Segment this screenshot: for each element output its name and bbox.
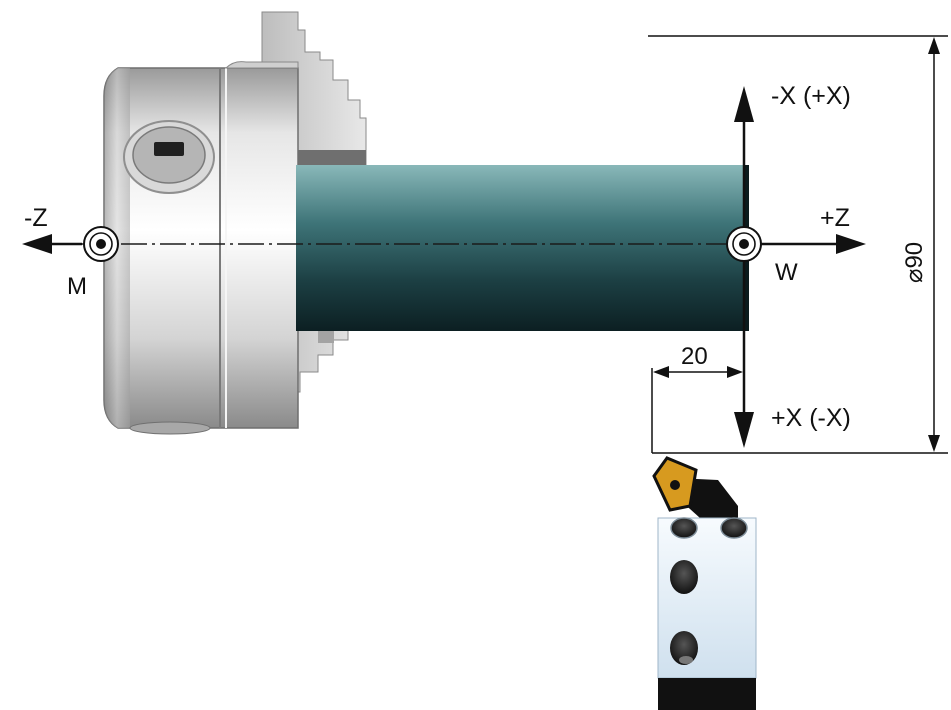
minus-z-arrow-icon [22,234,52,254]
chuck-key-socket [123,120,215,194]
workpiece-zero-symbol-icon [726,226,762,262]
diameter-dimension [648,35,948,454]
diameter-dimension-label: ⌀90 [901,242,928,283]
offset-dimension-label: 20 [681,343,708,370]
workpiece-shaft [296,165,749,331]
workpiece-zero-label: W [775,259,798,286]
offset-dimension [651,366,743,453]
minus-z-label: -Z [24,204,48,232]
z-axis [22,234,866,254]
plus-z-arrow-icon [836,234,866,254]
x-axis [734,86,754,448]
plus-z-label: +Z [820,204,850,232]
minus-x-label: -X (+X) [771,82,851,110]
plus-x-label: +X (-X) [771,404,851,432]
chuck-body [103,67,299,429]
plus-x-arrow-icon [734,412,754,448]
turning-tool [652,456,757,710]
minus-x-arrow-icon [734,86,754,122]
machine-zero-symbol-icon [83,226,119,262]
machine-zero-label: M [67,273,87,300]
